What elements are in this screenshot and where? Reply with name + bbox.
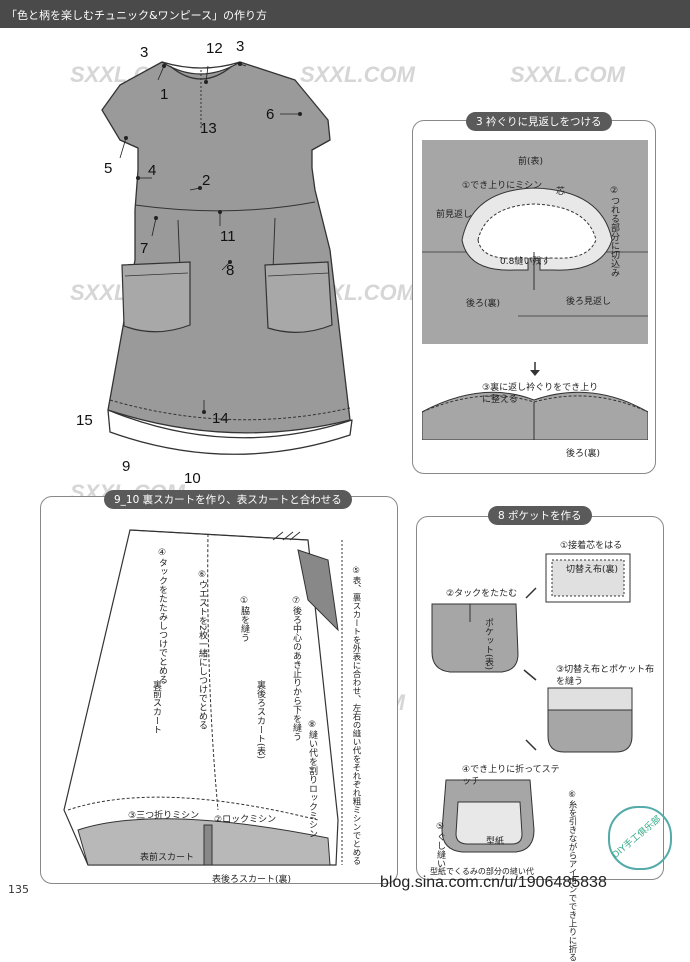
callout-7: 7 <box>140 240 149 257</box>
collar-cut-label: ②つれる部分に切込み <box>609 186 619 277</box>
callout-1: 1 <box>160 86 169 103</box>
pocket-step-label: 8 ポケットを作る <box>488 506 592 525</box>
collar-step-label: 3 衿ぐりに見返しをつける <box>466 112 612 131</box>
skirt-tuck-label: ④タックをたたみしつけでとめる <box>157 548 167 684</box>
collar-leave-label: 0.8縫い残す <box>500 257 551 267</box>
collar-turn-label: ③裏に返し衿ぐりをでき上りに整える <box>482 383 599 405</box>
callout-6: 6 <box>266 106 275 123</box>
callout-11: 11 <box>220 228 236 245</box>
page-title: 「色と柄を楽しむチュニック&ワンピース」の作り方 <box>6 9 268 22</box>
collar-seam-label: ①でき上りにミシン <box>462 181 543 191</box>
dress-illustration <box>101 61 353 455</box>
pocket-interfacing-label: ①接着芯をはる <box>560 541 623 551</box>
collar-back-bottom-label: 後ろ(裏) <box>566 449 601 459</box>
skirt-diagram <box>63 529 343 866</box>
skirt-waist-label: ⑥ウエストを2枚一緒にしつけでとめる <box>197 570 207 730</box>
callout-2: 2 <box>202 172 211 189</box>
diy-badge-text: DIY手工俱乐部 <box>610 814 664 861</box>
callout-13: 13 <box>200 120 217 137</box>
skirt-lock-label: ②ロックミシン <box>214 815 277 825</box>
collar-back-facing-label: 後ろ見返し <box>566 297 612 307</box>
pocket-diagram <box>431 553 633 853</box>
skirt-back-label: 裏後ろスカート(表) <box>255 680 265 760</box>
pocket-bottom-label: 型紙でくるみの部分の縫い代 <box>430 867 534 876</box>
pocket-gather-label: ⑤ぐし縫い <box>435 822 445 868</box>
pocket-iron-label: ⑥糸を引きながらアイロンででき上りに折る <box>566 790 578 962</box>
callout-3b: 3 <box>236 38 245 55</box>
diy-badge: DIY手工俱乐部 <box>608 806 672 870</box>
skirt-hem-label: ③三つ折りミシン <box>128 811 200 821</box>
callout-5: 5 <box>104 160 113 177</box>
skirt-step-label: 9_10 裏スカートを作り、表スカートと合わせる <box>104 490 352 509</box>
skirt-seam-allow-label: ⑧縫い代を割りロックミシン <box>307 720 317 838</box>
collar-front-facing-label: 前見返し <box>436 210 473 220</box>
footer-url: blog.sina.com.cn/u/1906485838 <box>380 874 607 891</box>
pocket-sew-label: ③切替え布とポケット布を縫う <box>556 665 655 687</box>
skirt-right-label: ⑤表、裏スカートを外表に合わせ、左右の縫い代をそれぞれ粗ミシンでとめる <box>351 566 361 865</box>
callout-12: 12 <box>206 40 223 57</box>
collar-core-label: 芯 <box>556 187 566 197</box>
skirt-front-outer-label: 表前スカート <box>140 853 195 863</box>
callout-14: 14 <box>212 410 229 427</box>
page-header: 「色と柄を楽しむチュニック&ワンピース」の作り方 <box>0 0 690 28</box>
collar-diagram <box>422 140 648 440</box>
skirt-center-back-label: ⑦後ろ中心のあき止りから下を縫う <box>291 596 301 741</box>
pocket-pocket-label: ポケット(表) <box>483 618 493 671</box>
pocket-fold-label: ④でき上りに折ってステッチ <box>462 765 560 787</box>
callout-9: 9 <box>122 458 131 475</box>
callout-4: 4 <box>148 162 157 179</box>
collar-front-label: 前(表) <box>518 157 544 167</box>
skirt-front-label: 裏前スカート <box>151 680 161 734</box>
skirt-back-outer-label: 表後ろスカート(裏) <box>212 875 292 885</box>
callout-8: 8 <box>226 262 235 279</box>
callout-15: 15 <box>76 412 93 429</box>
pocket-paper-label: 型紙 <box>486 837 505 847</box>
skirt-side-label: ①脇を縫う <box>239 596 249 642</box>
collar-back-label: 後ろ(裏) <box>466 299 501 309</box>
callout-3a: 3 <box>140 44 149 61</box>
pocket-tuck-label: ②タックをたたむ <box>446 589 518 599</box>
pocket-switch-label: 切替え布(裏) <box>566 565 619 575</box>
page-number: 135 <box>8 883 29 896</box>
callout-10: 10 <box>184 470 201 487</box>
watermark: SXXL.COM <box>510 62 625 87</box>
